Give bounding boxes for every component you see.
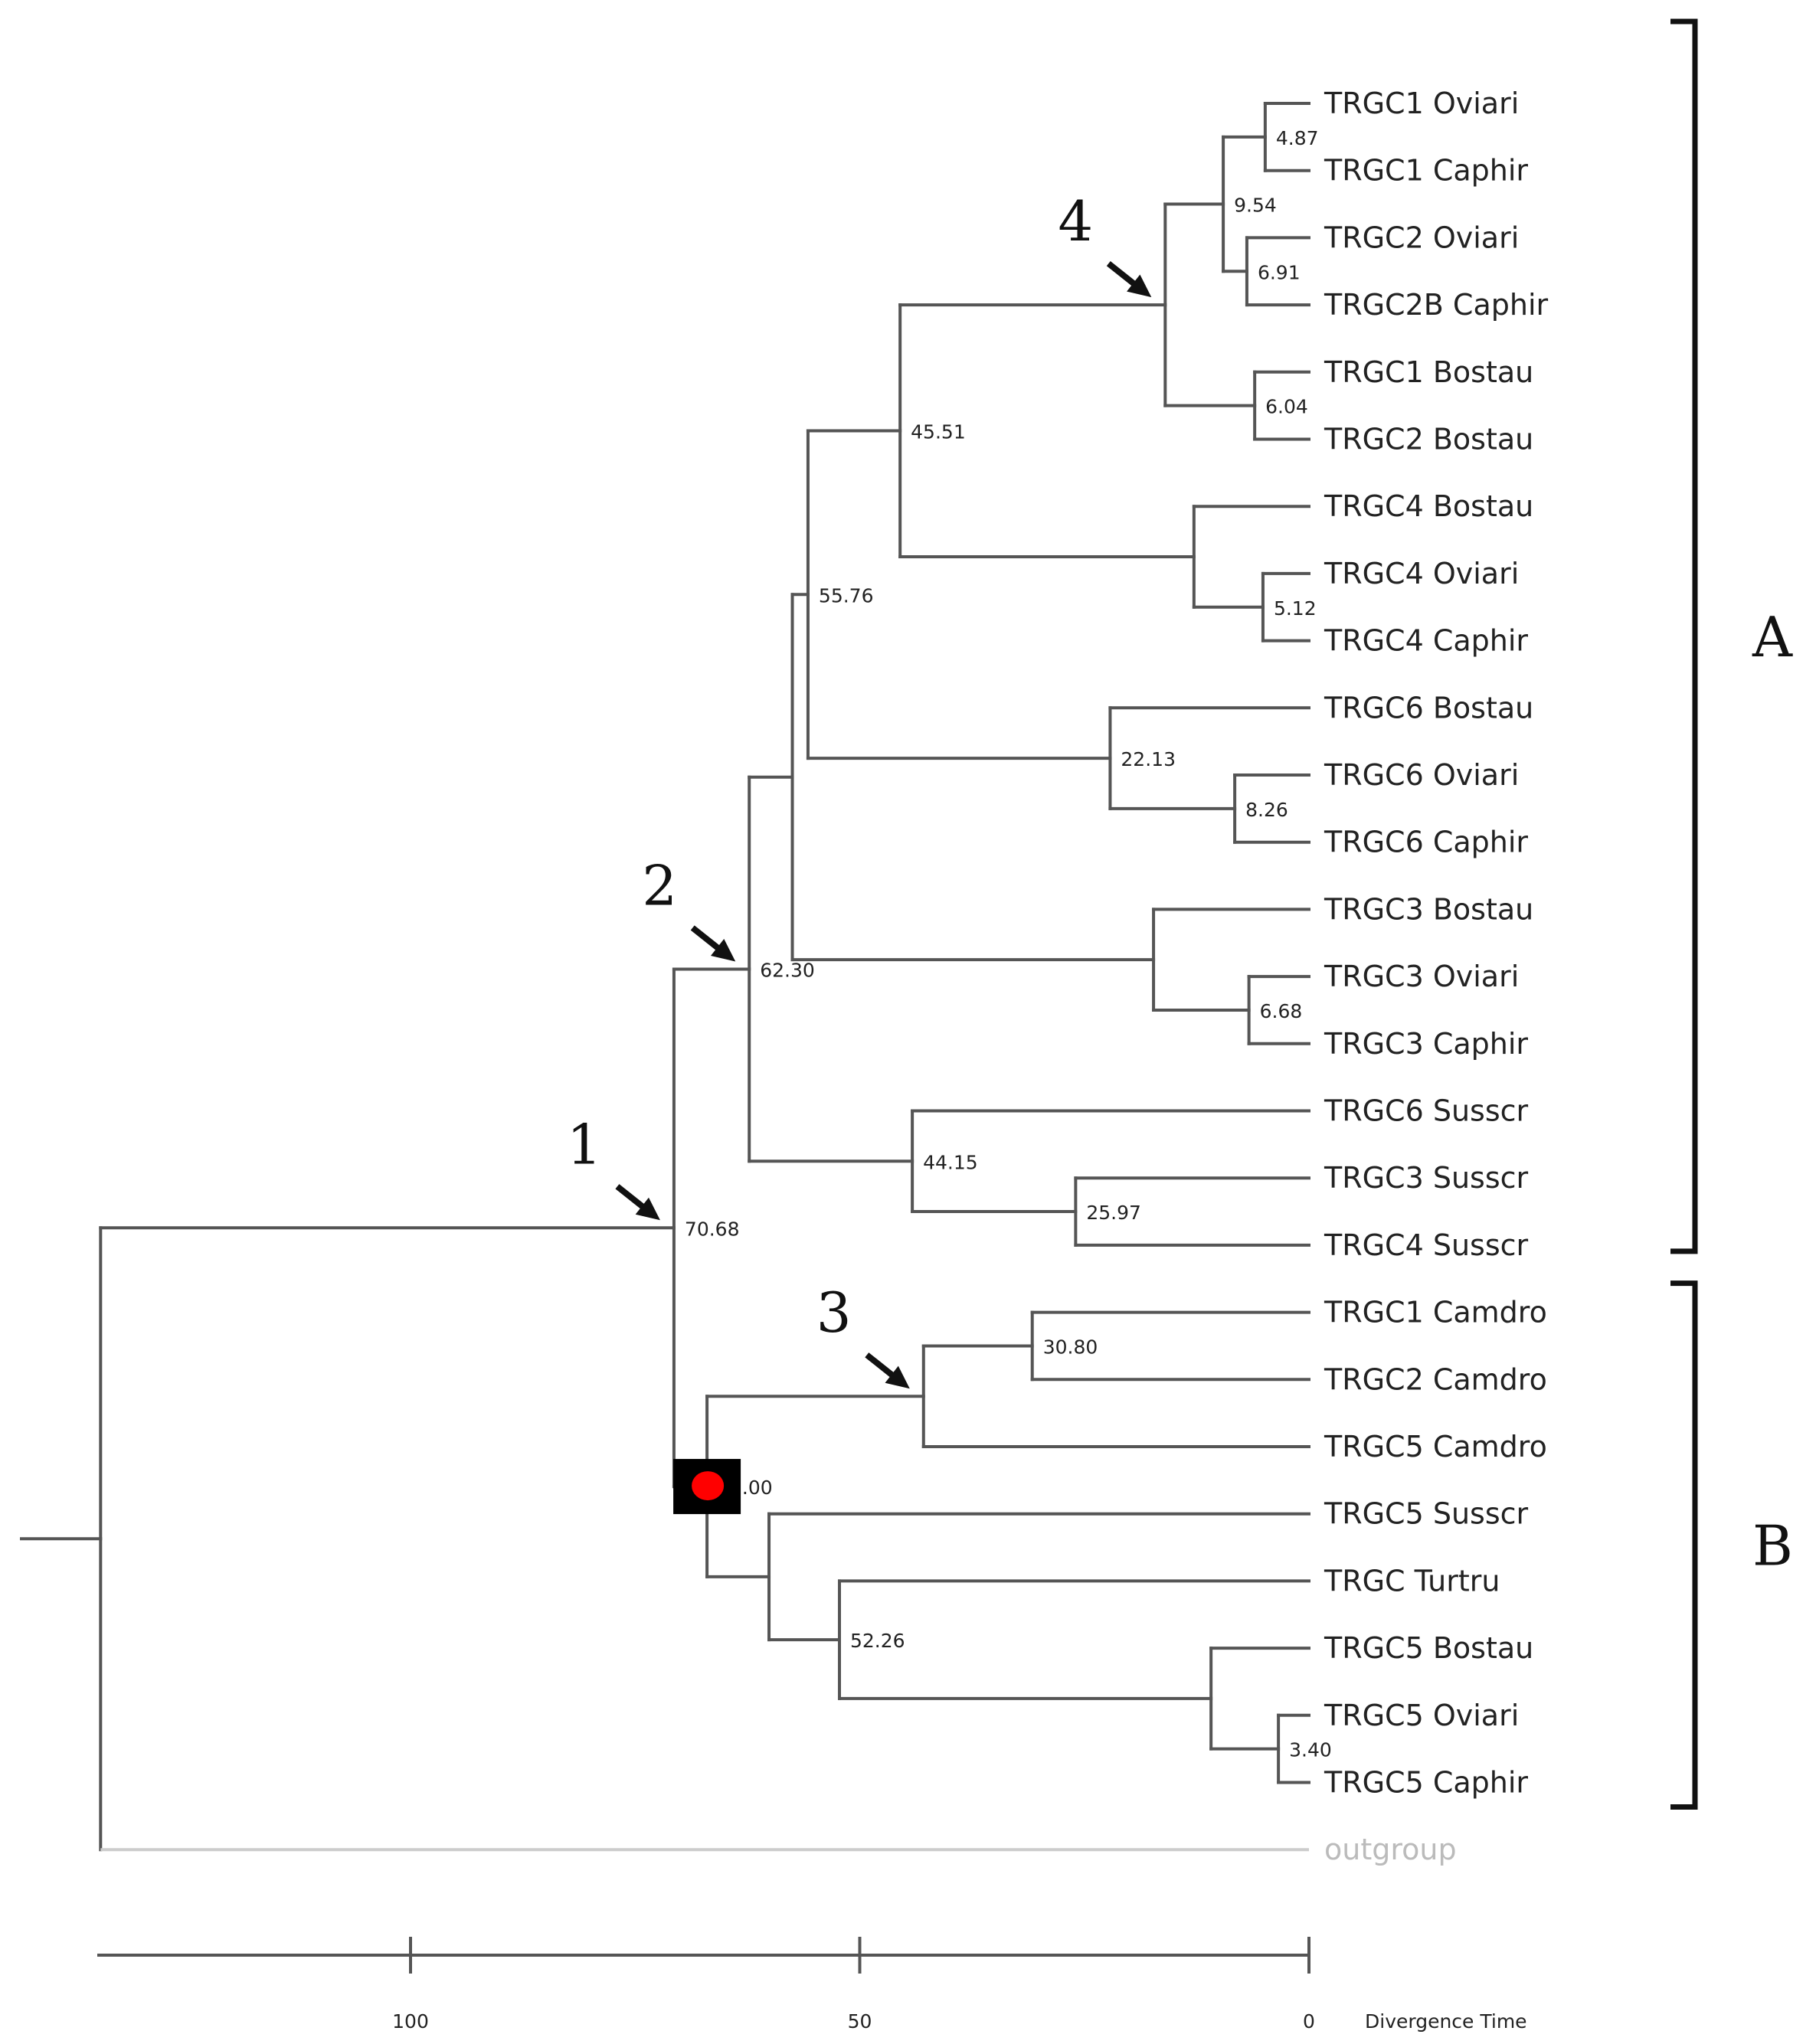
leaf-label: TRGC4 Oviari <box>1324 557 1519 590</box>
group-bracket <box>1670 18 1698 1254</box>
group-label: B <box>1752 1514 1793 1578</box>
callout-number: 1 <box>567 1112 602 1176</box>
outgroup-label: outgroup <box>1324 1833 1457 1866</box>
leaf-label: TRGC4 Bostau <box>1324 489 1533 523</box>
callout-arrow-head <box>885 1365 910 1389</box>
tree-branches <box>20 102 1310 1852</box>
node-callouts: 1 2 3 4 <box>567 189 1152 1389</box>
leaf-label: TRGC5 Caphir <box>1324 1766 1528 1800</box>
axis-tick-label: 100 <box>392 2010 429 2033</box>
node-age-label: 3.40 <box>1289 1739 1332 1761</box>
leaf-label: TRGC1 Bostau <box>1324 355 1533 389</box>
leaf-label: TRGC Turtru <box>1324 1564 1500 1598</box>
node-age-label: 4.87 <box>1276 127 1319 149</box>
time-axis: Divergence Time 100 50 0 <box>97 1937 1527 2033</box>
leaf-label: TRGC6 Caphir <box>1324 826 1528 859</box>
leaf-label: TRGC4 Susscr <box>1324 1228 1529 1262</box>
highlighted-node-marker <box>673 1459 741 1515</box>
leaf-label: TRGC6 Susscr <box>1324 1094 1529 1128</box>
node-age-label: 22.13 <box>1121 748 1176 770</box>
node-age-label: 55.76 <box>819 584 874 607</box>
axis-tick-label: 50 <box>848 2010 872 2033</box>
callout-number: 2 <box>642 854 677 918</box>
leaf-label: TRGC1 Oviari <box>1324 87 1519 120</box>
leaf-label: TRGC3 Oviari <box>1324 960 1519 993</box>
leaf-label: TRGC5 Bostau <box>1324 1631 1533 1665</box>
leaf-label: TRGC2 Oviari <box>1324 221 1519 254</box>
callout-arrow-head <box>635 1197 660 1221</box>
leaf-label: TRGC6 Bostau <box>1324 691 1533 724</box>
node-age-label: 70.68 <box>685 1218 740 1240</box>
axis-tick-label: 0 <box>1303 2010 1315 2033</box>
node-age-label: 44.15 <box>923 1151 978 1173</box>
node-age-label: 45.51 <box>911 421 966 443</box>
leaf-label: TRGC2B Caphir <box>1324 288 1549 322</box>
leaf-label: TRGC5 Camdro <box>1324 1430 1547 1464</box>
leaf-label: TRGC4 Caphir <box>1324 624 1528 658</box>
leaf-label: TRGC2 Camdro <box>1324 1362 1547 1396</box>
group-label: A <box>1752 605 1793 669</box>
node-age-label: 52.26 <box>850 1630 905 1652</box>
callout-arrow-head <box>710 938 736 962</box>
node-age-label: 6.04 <box>1265 396 1308 418</box>
callout-arrow-head <box>1127 274 1152 298</box>
node-age-label: 6.68 <box>1260 1000 1303 1022</box>
node-age-label: 9.54 <box>1234 195 1277 217</box>
leaf-label: TRGC5 Susscr <box>1324 1497 1529 1531</box>
node-age-label: 30.80 <box>1043 1336 1098 1358</box>
node-age-label: 6.91 <box>1258 261 1301 283</box>
node-age-labels: 4.87 6.91 9.54 6.04 5.12 45.51 8.26 22.13 55.76 6… <box>685 127 1332 1761</box>
leaf-label: TRGC5 Oviari <box>1324 1699 1519 1732</box>
node-age-label: 8.26 <box>1245 799 1288 821</box>
axis-title: Divergence Time <box>1365 2010 1527 2033</box>
group-brackets: AB <box>1670 18 1793 1810</box>
group-bracket <box>1670 1280 1698 1810</box>
highlight-dot <box>692 1471 725 1501</box>
leaf-label: TRGC1 Caphir <box>1324 154 1528 188</box>
node-age-label: 62.30 <box>760 960 815 982</box>
callout-number: 3 <box>816 1280 852 1345</box>
node-age-label: 25.97 <box>1086 1202 1141 1224</box>
leaf-label: TRGC6 Oviari <box>1324 758 1519 792</box>
node-age-label: 5.12 <box>1274 597 1317 620</box>
leaf-label: TRGC3 Caphir <box>1324 1027 1528 1061</box>
callout-number: 4 <box>1058 189 1093 253</box>
leaf-label: TRGC1 Camdro <box>1324 1296 1547 1329</box>
leaf-label: TRGC3 Susscr <box>1324 1161 1529 1195</box>
leaf-label: TRGC2 Bostau <box>1324 423 1533 456</box>
leaf-label: TRGC3 Bostau <box>1324 892 1533 926</box>
